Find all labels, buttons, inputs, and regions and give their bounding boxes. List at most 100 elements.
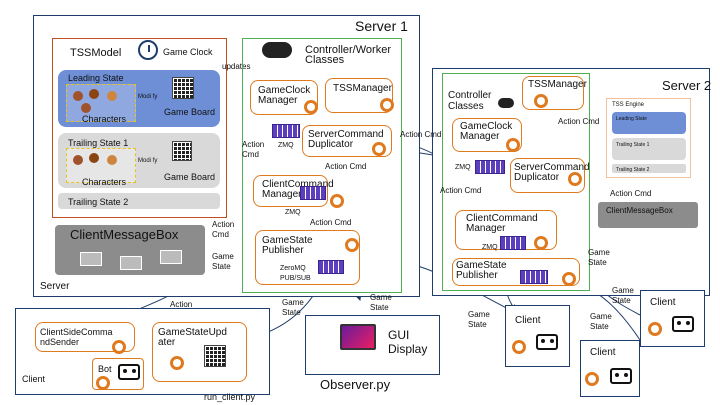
gear-icon [506, 138, 520, 152]
characters-group-leading [66, 84, 136, 122]
zmq-label: ZMQ [278, 142, 294, 149]
zmq-queue-icon [318, 260, 344, 274]
s2-game-state-publisher-box [452, 258, 580, 286]
client-label: Client [22, 374, 46, 384]
game-state-label: Game State [588, 248, 610, 267]
game-board-icon [204, 345, 226, 367]
action-cmd-label: Action Cmd [400, 130, 442, 139]
gear-icon [170, 356, 184, 370]
tss-manager-label: TSSManager [333, 83, 392, 94]
gui-display-label: GUI Display [388, 328, 428, 356]
action-cmd-label: Action Cmd [610, 189, 652, 198]
gear-icon [304, 100, 318, 114]
server-1-title: Server 1 [355, 18, 408, 34]
mini-trailing-state-2 [612, 164, 686, 173]
robot-icon [672, 316, 694, 332]
tss-model-panel [52, 38, 227, 218]
s2-server-command-duplicator-label: ServerCommand Duplicator [514, 162, 590, 183]
envelope-icon-3 [160, 250, 182, 264]
client-message-box-label: ClientMessageBox [70, 227, 179, 242]
trailing-state-2-panel [58, 193, 220, 209]
game-state-label: Game State [612, 286, 634, 305]
run-client-filename: run_client.py [204, 392, 256, 402]
zmq-queue-icon [520, 270, 548, 284]
gear-icon [648, 322, 662, 336]
zmq-queue-icon [272, 124, 300, 138]
action-cmd-label: Action Cmd [325, 162, 367, 171]
game-state-label: Game State [282, 298, 304, 317]
gamepad-icon [498, 98, 514, 108]
trailing-state-2-label: Trailing State 2 [68, 197, 129, 207]
game-clock-manager-label: GameClock Manager [258, 85, 311, 106]
gear-icon [96, 376, 110, 390]
gear-icon [512, 340, 526, 354]
robot-icon [536, 334, 558, 350]
gear-icon [112, 340, 126, 354]
zmq-label: ZMQ [285, 209, 301, 216]
s2-zmq-label: ZMQ [455, 164, 471, 171]
robot-icon [118, 364, 140, 380]
client-label-2: Client [590, 347, 616, 358]
server-2-title: Server 2 [662, 78, 712, 93]
s2-game-state-publisher-label: GameState Publisher [456, 260, 507, 281]
gear-icon [568, 172, 582, 186]
s2-client-command-manager-label: ClientCommand Manager [466, 213, 538, 234]
game-state-label: Game State [590, 312, 612, 331]
gamepad-icon [262, 42, 292, 58]
s2-client-message-box [598, 202, 698, 228]
game-board-trailing [172, 141, 192, 161]
zmq-queue-icon [300, 186, 326, 200]
game-state-label: Game State [370, 293, 392, 312]
game-board-label-trailing: Game Board [164, 172, 216, 182]
action-cmd-label: Action Cmd [242, 140, 265, 159]
tss-model-title: TSSModel [70, 47, 122, 59]
game-clock-label: Game Clock [163, 47, 213, 57]
game-board-leading [172, 77, 194, 99]
characters-label-leading: Characters [82, 114, 127, 124]
game-state-label: Game State [212, 252, 234, 271]
monitor-icon [340, 324, 376, 350]
action-cmd-label: Action Cmd [212, 220, 235, 239]
client-command-manager-label: ClientCommand Manager [262, 179, 334, 200]
s2-tss-manager-box [522, 76, 584, 110]
server-2-controller-panel [442, 73, 590, 291]
gear-icon [330, 194, 344, 208]
gear-icon [345, 238, 359, 252]
controller-worker-title: Controller/Worker Classes [305, 44, 391, 66]
game-state-updater-label: GameStateUpd ater [158, 327, 227, 348]
gear-icon [585, 372, 599, 386]
game-clock-manager-box [250, 80, 318, 115]
zmq-queue-icon [475, 160, 505, 174]
robot-icon [610, 368, 632, 384]
game-state-publisher-box [255, 230, 360, 285]
gear-icon [534, 236, 548, 250]
bot-label: Bot [98, 364, 112, 374]
game-state-label: Game State [468, 310, 490, 329]
trailing-state-1-label: Trailing State 1 [68, 138, 129, 148]
s2-game-clock-manager-box [452, 118, 522, 152]
envelope-icon-2 [120, 256, 142, 270]
mini-leading-state [612, 112, 686, 134]
s2-zmq-label-2: ZMQ [482, 244, 498, 251]
gear-icon [372, 142, 386, 156]
s2-game-clock-manager-label: GameClock Manager [460, 121, 513, 142]
game-board-label-leading: Game Board [164, 107, 216, 117]
s2-tss-manager-label: TSSManager [528, 79, 587, 90]
modify-label-leading: Modi fy [138, 94, 158, 100]
action-cmd-label: Action Cmd [558, 117, 600, 126]
gear-icon [534, 94, 548, 108]
game-state-publisher-label: GameState Publisher [262, 235, 313, 256]
s2-client-message-box-label: ClientMessageBox [606, 206, 673, 215]
mini-trailing-state-1-label: Trailing State 1 [616, 142, 650, 148]
mini-leading-state-label: Leading State [616, 116, 647, 122]
characters-label-trailing: Characters [82, 177, 127, 187]
mini-trailing-state-2-label: Trailing State 2 [616, 167, 650, 173]
action-cmd-label: Action Cmd [440, 186, 482, 195]
zmq-queue-icon [500, 236, 526, 250]
envelope-icon-1 [80, 252, 102, 266]
characters-group-trailing [66, 148, 136, 183]
zeromq-pubsub-label: ZeroMQ PUB/SUB [280, 265, 311, 282]
gear-icon [562, 272, 576, 286]
server-command-duplicator-label: ServerCommand Duplicator [308, 129, 384, 150]
leading-state-label: Leading State [68, 73, 124, 83]
